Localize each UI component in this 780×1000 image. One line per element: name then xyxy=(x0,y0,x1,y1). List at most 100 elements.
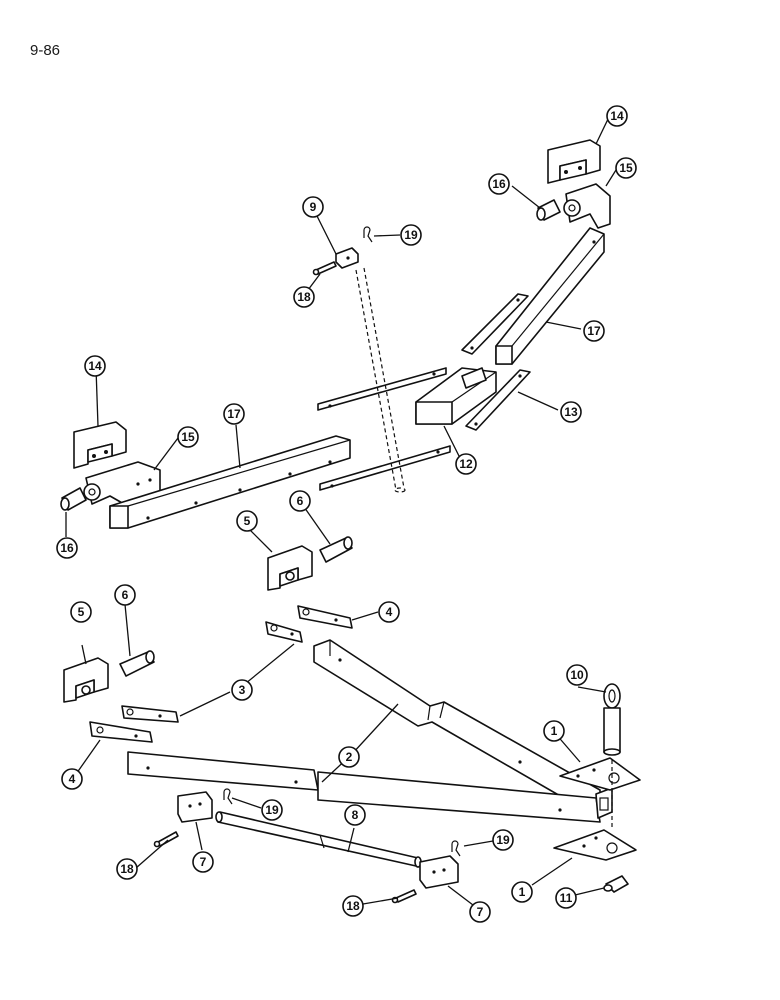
callout-17-left: 17 xyxy=(223,403,245,425)
hanger-7-left xyxy=(177,791,213,823)
clip-19-lower xyxy=(451,840,461,857)
link-plate-3-right xyxy=(265,621,303,643)
svg-text:12: 12 xyxy=(459,457,473,471)
svg-text:7: 7 xyxy=(477,905,484,919)
svg-text:18: 18 xyxy=(346,899,360,913)
connector-12 xyxy=(415,367,497,425)
svg-text:17: 17 xyxy=(227,407,241,421)
hinge-upper-left xyxy=(83,461,161,505)
callout-5-middle: 5 xyxy=(236,510,258,532)
link-plate-4-right xyxy=(297,605,353,629)
svg-text:1: 1 xyxy=(519,885,526,899)
svg-text:4: 4 xyxy=(386,605,393,619)
callout-10: 10 xyxy=(566,664,588,686)
callout-19-upper: 19 xyxy=(400,224,422,246)
callout-14-upper-right: 14 xyxy=(606,105,628,127)
callout-12: 12 xyxy=(455,453,477,475)
callout-19-lower: 19 xyxy=(492,829,514,851)
pin-18-lower xyxy=(391,889,417,904)
callout-6-middle: 6 xyxy=(289,490,311,512)
callout-4-right: 4 xyxy=(378,601,400,623)
callout-18-upper: 18 xyxy=(293,286,315,308)
svg-text:15: 15 xyxy=(619,161,633,175)
callout-16-upper-right: 16 xyxy=(488,173,510,195)
block-9 xyxy=(335,247,359,269)
callout-2: 2 xyxy=(338,746,360,768)
callout-15-left: 15 xyxy=(177,426,199,448)
svg-text:19: 19 xyxy=(404,228,418,242)
callout-1-upper: 1 xyxy=(543,720,565,742)
svg-text:9: 9 xyxy=(310,200,317,214)
pin-6-left xyxy=(119,650,155,677)
plate-long-lower xyxy=(319,445,451,491)
callout-14-left: 14 xyxy=(84,355,106,377)
mount-bracket-upper-left xyxy=(73,421,127,469)
svg-text:13: 13 xyxy=(564,405,578,419)
svg-text:18: 18 xyxy=(297,290,311,304)
eye-bolt-10 xyxy=(603,683,621,830)
callout-7-left: 7 xyxy=(192,851,214,873)
plate-long-upper xyxy=(317,367,447,411)
svg-text:17: 17 xyxy=(587,324,601,338)
pin-upper-left xyxy=(60,487,87,511)
tube-upper-right xyxy=(495,227,605,365)
tube-2-horizontal xyxy=(127,751,601,823)
callout-13: 13 xyxy=(560,401,582,423)
callout-18-left: 18 xyxy=(116,858,138,880)
svg-text:15: 15 xyxy=(181,430,195,444)
svg-text:1: 1 xyxy=(551,724,558,738)
mount-bracket-upper-right xyxy=(547,139,601,184)
svg-text:10: 10 xyxy=(570,668,584,682)
svg-text:16: 16 xyxy=(492,177,506,191)
pin-18-upper xyxy=(312,261,337,276)
callout-8: 8 xyxy=(344,804,366,826)
callout-15-upper-right: 15 xyxy=(615,157,637,179)
svg-text:5: 5 xyxy=(78,605,85,619)
callout-1-lower: 1 xyxy=(511,881,533,903)
bracket-5-middle xyxy=(267,545,313,591)
svg-text:19: 19 xyxy=(496,833,510,847)
svg-text:5: 5 xyxy=(244,514,251,528)
link-plate-4-left xyxy=(89,721,153,743)
svg-text:16: 16 xyxy=(60,541,74,555)
svg-text:8: 8 xyxy=(352,808,359,822)
callout-9: 9 xyxy=(302,196,324,218)
callout-6-left: 6 xyxy=(114,584,136,606)
hitch-plate-1-upper xyxy=(559,757,641,791)
callout-11: 11 xyxy=(555,887,577,909)
axle-rod-8 xyxy=(215,811,422,868)
callout-5-left: 5 xyxy=(70,601,92,623)
clip-19-upper xyxy=(363,226,373,243)
svg-text:2: 2 xyxy=(346,750,353,764)
callout-17-upper-right: 17 xyxy=(583,320,605,342)
hinge-upper-right xyxy=(563,183,611,229)
bracket-5-left xyxy=(63,657,109,703)
clip-11 xyxy=(603,875,629,893)
callout-3: 3 xyxy=(231,679,253,701)
svg-text:6: 6 xyxy=(297,494,304,508)
svg-text:11: 11 xyxy=(560,891,573,905)
hitch-plate-1-lower xyxy=(553,829,637,861)
tube-upper-left xyxy=(109,435,351,529)
plate-13 xyxy=(465,369,531,431)
rod-dashed xyxy=(355,267,406,493)
svg-text:3: 3 xyxy=(239,683,246,697)
tube-end-cap xyxy=(595,787,613,819)
page-number: 9-86 xyxy=(30,42,61,59)
callout-19-middle: 19 xyxy=(261,799,283,821)
pin-6-middle xyxy=(319,536,353,563)
hanger-7-right xyxy=(419,855,459,889)
svg-text:19: 19 xyxy=(265,803,279,817)
svg-text:7: 7 xyxy=(200,855,207,869)
callout-7-right: 7 xyxy=(469,901,491,923)
callout-18-lower: 18 xyxy=(342,895,364,917)
svg-text:4: 4 xyxy=(69,772,76,786)
plate-upper-right-a xyxy=(461,293,529,355)
clip-19-mid xyxy=(223,788,233,805)
pin-18-left xyxy=(153,831,179,848)
link-plate-3-left xyxy=(121,705,179,723)
callout-4-left: 4 xyxy=(61,768,83,790)
svg-text:18: 18 xyxy=(120,862,134,876)
svg-text:14: 14 xyxy=(88,359,102,373)
